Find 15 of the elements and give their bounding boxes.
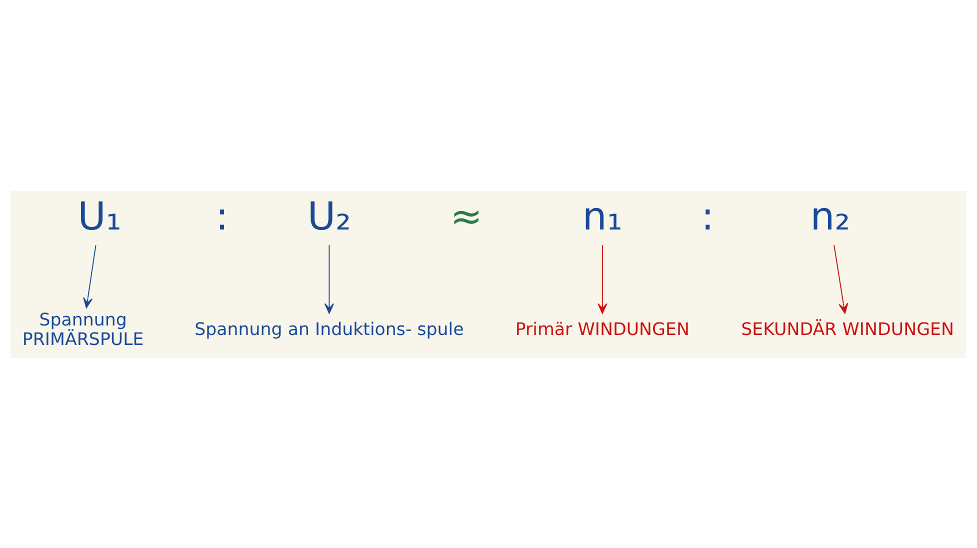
node-text: Primär WINDUNGEN: [515, 320, 690, 340]
label: :: [701, 194, 714, 240]
label: ≈: [450, 194, 482, 240]
arrow: [324, 244, 334, 314]
arrow: [83, 244, 96, 308]
node-text: U₂: [307, 194, 352, 240]
node-text: Spannung PRIMÄRSPULE: [22, 310, 144, 350]
node-text: Spannung an Induktions- spule: [194, 320, 464, 340]
node-text: n₁: [582, 194, 622, 240]
node-text: U₁: [78, 194, 122, 240]
node-text: n₂: [810, 194, 850, 240]
node-text: SEKUNDÄR WINDUNGEN: [741, 320, 954, 340]
label: :: [216, 194, 229, 240]
arrow: [598, 244, 608, 314]
arrow: [834, 244, 848, 314]
